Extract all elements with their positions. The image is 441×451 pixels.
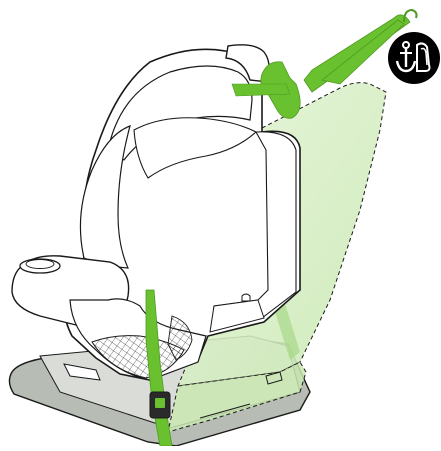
cup-holder (20, 259, 60, 273)
lower-belt-buckle-window (155, 398, 165, 408)
tether-strap-lower (232, 84, 290, 96)
top-tether-badge (387, 31, 441, 85)
top-tether-anchor-icon (387, 31, 441, 85)
